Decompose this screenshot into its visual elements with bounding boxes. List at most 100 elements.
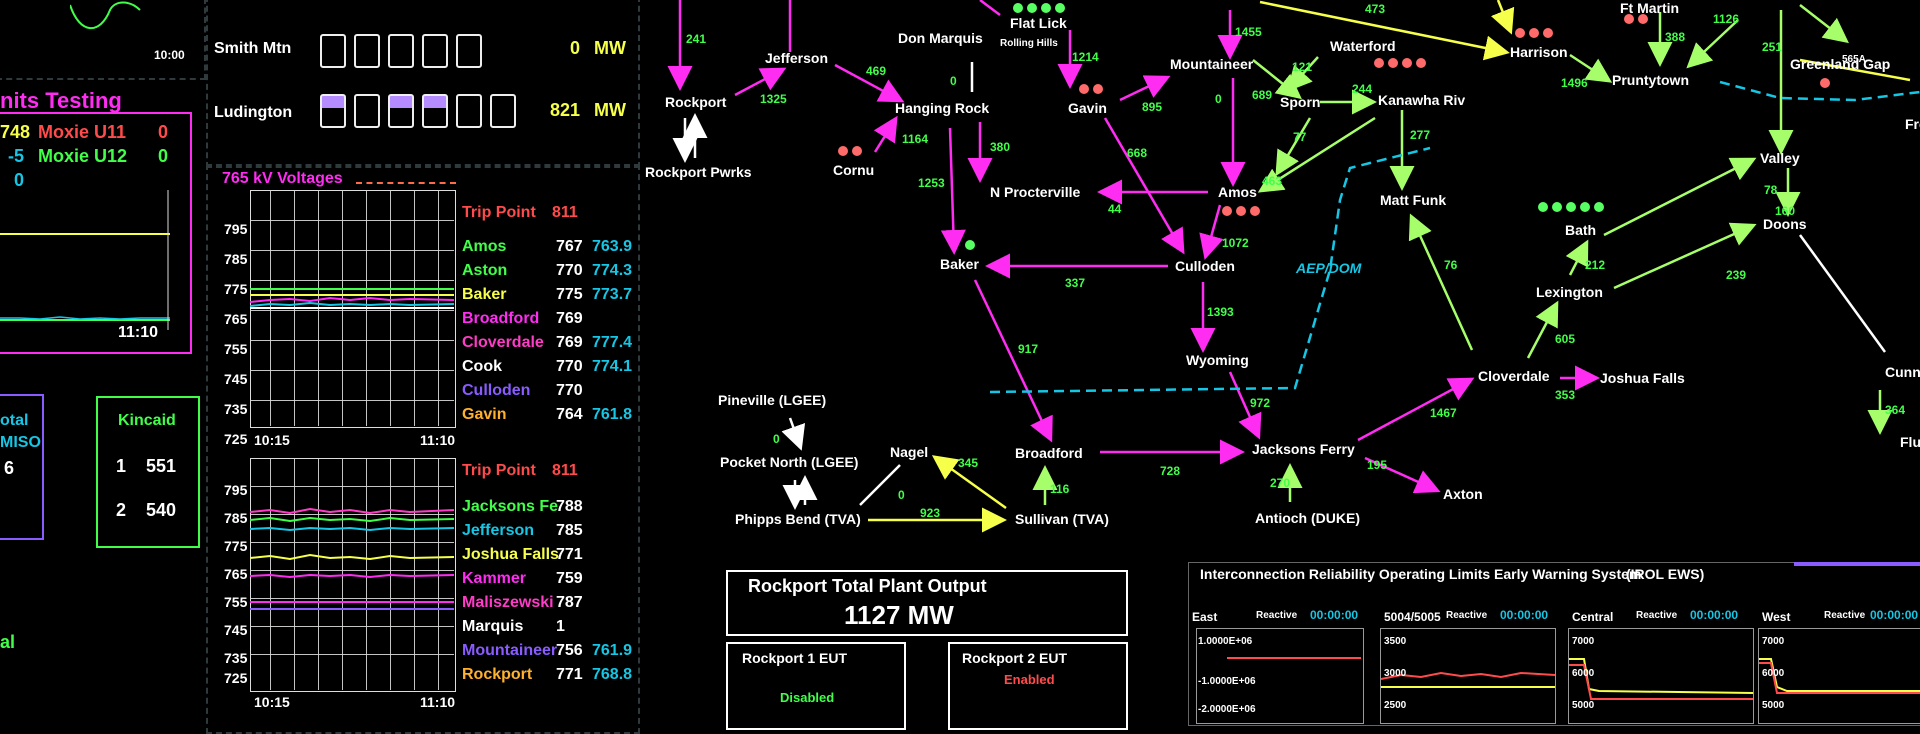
status-dot [1515,28,1525,38]
ews-panel-4-axis-3: 5000 [1762,700,1785,711]
plot1-row-cook: Cook [462,358,502,376]
flow-value: 1325 [760,92,787,106]
plot2-row-rockport-v2: 768.8 [592,666,633,683]
moxie-mini-chart [0,190,170,330]
plot1-y-765: 765 [224,311,248,327]
ludington-label: Ludington [214,104,293,121]
kincaid-row-1-num: 1 [116,456,127,476]
plot1-row-baker: Baker [462,286,506,304]
ews-panel-4-plot [1758,628,1920,724]
moxie-u12-label: Moxie U12 [38,146,128,166]
digit-box [388,94,414,128]
node-valley: Valley [1760,150,1800,166]
digit-box [490,94,516,128]
flow-value: 0 [950,74,957,88]
status-dot [1538,202,1548,212]
node-jefferson: Jefferson [765,50,829,66]
trace-svg [1569,658,1753,700]
plot2-row-rockport: Rockport [462,666,532,684]
digit-box [354,34,380,68]
grid-line [250,514,454,515]
station-name: Broadford [462,310,540,327]
status-dot [1594,202,1604,212]
plot1-row-aston-v1: 770 [556,262,583,279]
plot2-row-rockport-v1: 771 [556,666,583,683]
plot2-y-785: 785 [224,510,248,526]
grid-line [438,458,439,690]
voltage-plot-2 [250,458,456,692]
plot1-row-amos-v2: 763.9 [592,238,633,255]
node-pruntytown: Pruntytown [1612,72,1689,88]
status-dot [965,240,975,250]
status-dot [1402,58,1412,68]
grid-line [414,458,415,690]
node-gavin: Gavin [1068,100,1107,116]
grid-line [250,570,454,571]
node-bath: Bath [1565,222,1597,238]
plot1-row-baker-v1: 775 [556,286,583,303]
ews-panel-2-name: 5004/5005 [1384,610,1441,624]
ews-abbr: (IROL EWS) [1626,566,1705,582]
plot2-x-end: 11:10 [420,694,456,710]
miso-total-label-2: MISO [0,434,41,451]
miso-total-label-1: otal [0,412,29,429]
plot2-row-mountaineer-v1: 756 [556,642,583,659]
plot2-y-735: 735 [224,650,248,666]
flow-value: 337 [1065,276,1086,290]
plot1-row-amos: Amos [462,238,506,256]
ludington-unit: MW [594,100,626,120]
ews-title: Interconnection Reliability Operating Li… [1200,566,1642,582]
rockport-2-status: Enabled [1004,672,1055,687]
status-dot [1543,28,1553,38]
plot1-row-gavin-v2: 761.8 [592,406,633,423]
flow-value: 1455 [1235,25,1262,39]
plot2-row-joshua-falls: Joshua Falls [462,546,559,564]
station-name: Aston [462,262,508,279]
smith-mtn-unit: MW [594,38,626,58]
plot2-row-mountaineer: Mountaineer [462,642,557,660]
station-name: Baker [462,286,507,303]
flow-value: 895 [1142,100,1163,114]
ews-panel-3-axis-2: 6000 [1572,668,1595,679]
ews-panel-2-axis-2: 3000 [1384,668,1407,679]
left-top-panel [0,0,206,80]
moxie-u12-value: 0 [158,146,169,166]
smith-mtn-digits [320,34,490,73]
node-cunni: Cunni [1885,364,1920,380]
ews-panel-2-axis-1: 3500 [1384,636,1407,647]
ews-panel-4-axis-2: 6000 [1762,668,1785,679]
station-name: Amos [462,238,507,255]
flow-value: 277 [1410,128,1431,142]
plot2-row-joshua-falls-v1: 771 [556,546,583,563]
node-culloden: Culloden [1175,258,1235,274]
station-name: Joshua Falls [462,546,559,563]
ludington-digits [320,94,524,133]
status-dot [1250,206,1260,216]
plot1-y-725: 725 [224,431,248,447]
status-dot [1638,14,1648,24]
status-dot [1013,3,1023,13]
status-dot [1222,206,1232,216]
flow-value: 1214 [1072,50,1099,64]
voltage-plot-1 [250,190,456,428]
flow-value: 0 [1215,92,1222,106]
flow-value: 1467 [1430,406,1457,420]
node-flu: Flu [1900,434,1920,450]
moxie-mini-time: 11:10 [118,324,159,341]
station-name: Culloden [462,382,531,399]
plot2-x-start: 10:15 [254,694,290,710]
station-name: Rockport [462,666,533,683]
ews-panel-1-axis-1: 1.0000E+06 [1198,636,1253,647]
plot2-y-795: 795 [224,482,248,498]
flow-value: 1164 [902,132,929,146]
flow-value: 239 [1726,268,1747,282]
plot2-y-765: 765 [224,566,248,582]
flow-value: 728 [1160,464,1181,478]
node-doons: Doons [1763,216,1807,232]
flow-value: 668 [1127,146,1148,160]
node-amos: Amos [1218,184,1257,200]
plot1-trip-value: 811 [552,204,578,221]
flow-value: 251 [1762,40,1783,54]
middle-top-panel [206,0,640,168]
flow-value: 241 [686,32,707,46]
